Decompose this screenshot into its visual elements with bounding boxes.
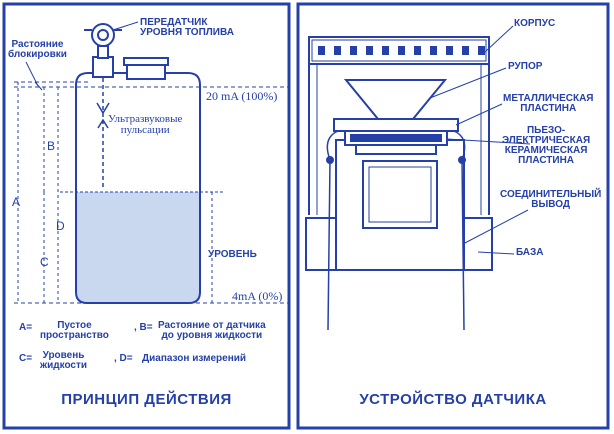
- transmitter-leader: [112, 21, 139, 31]
- connector-leader: [462, 209, 529, 245]
- blocking-tick: [34, 81, 43, 91]
- housing-slot: [382, 46, 389, 55]
- tank-cap-top: [123, 57, 169, 66]
- sensor-group: [305, 25, 531, 331]
- piezo-holder: [355, 144, 437, 155]
- housing-slot: [318, 46, 325, 55]
- tank-liquid: [76, 192, 200, 303]
- housing-slot: [478, 46, 485, 55]
- legend-a-text: Пустое пространство: [40, 320, 109, 341]
- legend-c-text: Уровень жидкости: [40, 350, 88, 371]
- housing-label: КОРПУС: [514, 18, 556, 29]
- housing-slot: [350, 46, 357, 55]
- letter-a: A: [12, 195, 21, 209]
- transmitter-neck: [97, 45, 109, 59]
- pulse-arrow-up: [97, 118, 109, 129]
- legend-d-text: Диапазон измерений: [142, 353, 247, 364]
- horn-leader: [429, 67, 507, 99]
- piezo-plate-inner: [350, 134, 442, 142]
- lead-dot-right: [458, 156, 466, 164]
- housing-slot: [414, 46, 421, 55]
- base-label: БАЗА: [516, 247, 544, 258]
- base-window-inner: [368, 166, 432, 223]
- piezo-label: ПЬЕЗО- ЭЛЕКТРИЧЕСКАЯ КЕРАМИЧЕСКАЯ ПЛАСТИ…: [502, 125, 591, 166]
- blocking-distance-label: Растояние блокировки: [8, 39, 67, 60]
- level-4ma-label: 4mA (0%): [232, 289, 283, 303]
- right-panel-frame: [296, 2, 610, 430]
- housing-slots: [318, 46, 485, 55]
- horn-label: РУПОР: [508, 61, 543, 72]
- metal-leader: [455, 103, 503, 126]
- transmitter-body: [92, 56, 114, 78]
- level-20ma-label: 20 mA (100%): [206, 89, 278, 103]
- left-panel-frame: [2, 2, 291, 430]
- legend-d-key: , D=: [114, 353, 133, 364]
- letter-c: C: [40, 255, 49, 269]
- right-panel-title: УСТРОЙСТВО ДАТЧИКА: [359, 391, 547, 408]
- transmitter-label: ПЕРЕДАТЧИК УРОВНЯ ТОПЛИВА: [140, 17, 234, 38]
- letter-d: D: [56, 219, 65, 233]
- ultrasonic-label: Ультразвуковые пульсации: [108, 113, 183, 136]
- housing-slot: [446, 46, 453, 55]
- lead-dot-left: [326, 156, 334, 164]
- pulse-arrow-down: [96, 102, 110, 115]
- tank-group: [14, 21, 289, 304]
- housing-slot: [334, 46, 341, 55]
- housing-slot: [430, 46, 437, 55]
- base-leader: [477, 251, 515, 255]
- letter-b: B: [47, 139, 56, 153]
- blocking-leader: [25, 61, 39, 87]
- housing-slot: [398, 46, 405, 55]
- legend-a-key: A=: [19, 322, 33, 333]
- housing-slot: [366, 46, 373, 55]
- metal-plate: [333, 118, 459, 132]
- transmitter-head-inner: [97, 29, 109, 41]
- legend-b-text: Растояние от датчика до уровня жидкости: [158, 320, 266, 341]
- horn: [343, 79, 448, 120]
- piezo-leader: [446, 138, 531, 145]
- metal-plate-label: МЕТАЛЛИЧЕСКАЯ ПЛАСТИНА: [503, 93, 594, 114]
- housing-leader: [484, 25, 514, 53]
- level-label: УРОВЕНЬ: [208, 249, 257, 260]
- connector-label: СОЕДИНИТЕЛЬНЫЙ ВЫВОД: [500, 189, 602, 210]
- legend-c-key: C=: [19, 353, 33, 364]
- legend-b-key: , B=: [134, 322, 153, 333]
- left-panel-title: ПРИНЦИП ДЕЙСТВИЯ: [61, 391, 232, 408]
- housing-slot: [462, 46, 469, 55]
